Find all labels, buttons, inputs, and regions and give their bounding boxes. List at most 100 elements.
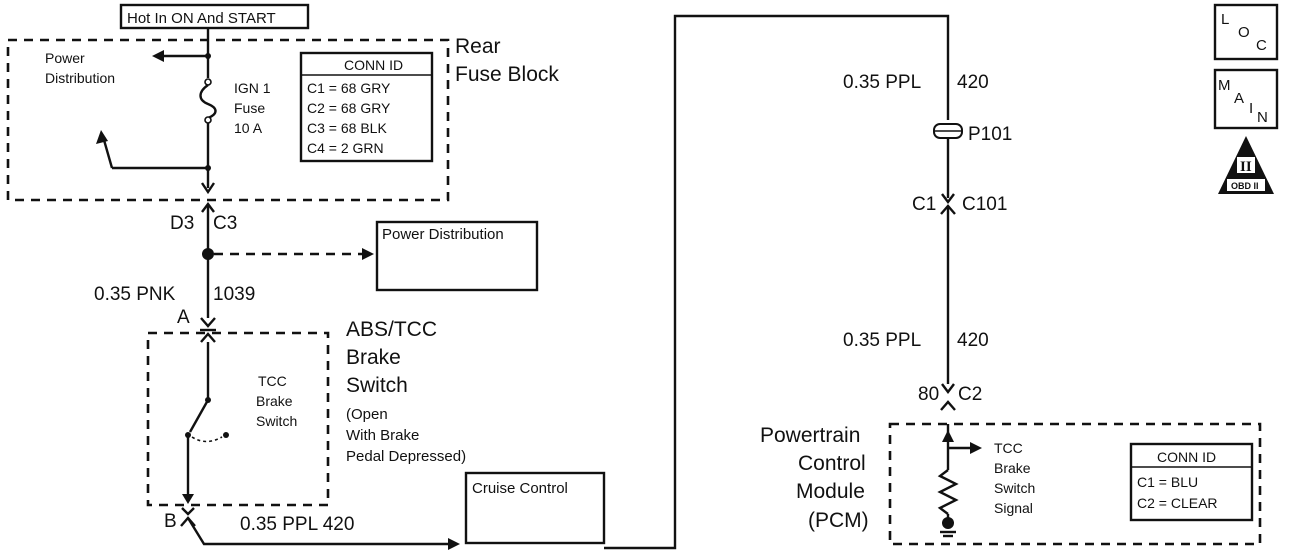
conn-id-row: C1 = 68 GRY bbox=[307, 80, 391, 96]
switch-travel-arc bbox=[191, 436, 223, 443]
conn-id-title-pcm: CONN ID bbox=[1157, 449, 1216, 465]
arrow-up-icon bbox=[96, 130, 108, 144]
pnk-gauge-label: 0.35 PNK bbox=[94, 284, 176, 305]
obd-label: OBD II bbox=[1231, 181, 1259, 191]
obd-label-bg bbox=[1227, 179, 1265, 191]
main-letter: M bbox=[1218, 77, 1231, 94]
pnk-circuit-label: 1039 bbox=[213, 284, 255, 305]
obd-numeral: II bbox=[1240, 159, 1252, 175]
connector-arrow-a bbox=[200, 332, 216, 343]
signal-label-2: Brake bbox=[994, 460, 1031, 476]
ppl-gauge-mid: 0.35 PPL bbox=[843, 330, 921, 351]
p101-label: P101 bbox=[968, 124, 1012, 145]
pcm-title-3: Module bbox=[796, 480, 865, 503]
obd-ii-icon[interactable]: II OBD II bbox=[1218, 136, 1274, 194]
power-dist-label-1: Power bbox=[45, 50, 85, 66]
loc-letter: O bbox=[1238, 24, 1250, 41]
lower-branch-diag bbox=[102, 139, 114, 169]
arrow-right-cruise-icon bbox=[448, 538, 460, 550]
pcm-title-4: (PCM) bbox=[808, 509, 869, 532]
ppl-gauge-top: 0.35 PPL bbox=[843, 72, 921, 93]
loc-icon[interactable]: L O C bbox=[1213, 3, 1279, 61]
power-distribution-label: Power Distribution bbox=[382, 226, 504, 243]
connector-fork-a-top bbox=[200, 317, 216, 328]
connector-c3-label: C3 bbox=[213, 213, 237, 234]
bottom-wire-to-cruise bbox=[186, 517, 450, 546]
rear-fuse-block-title-2: Fuse Block bbox=[455, 63, 559, 86]
bottom-wire-label: 0.35 PPL 420 bbox=[240, 514, 354, 535]
arrow-right-icon bbox=[362, 248, 374, 260]
ppl-circuit-top: 420 bbox=[957, 72, 989, 93]
main-icon[interactable]: M A I N bbox=[1213, 68, 1279, 130]
tcc-switch-inner-1: TCC bbox=[258, 373, 287, 389]
connector-arrow-d3 bbox=[201, 182, 215, 195]
signal-label-3: Switch bbox=[994, 480, 1035, 496]
connector-d3-label: D3 bbox=[170, 213, 194, 234]
loc-icon-frame bbox=[1213, 3, 1279, 61]
obd-numeral-bg bbox=[1237, 157, 1255, 173]
brake-switch-title-2: Brake bbox=[346, 346, 401, 369]
pcm-input-arrow-icon bbox=[942, 430, 954, 442]
connector-b-label: B bbox=[164, 511, 177, 532]
brake-switch-title-3: Switch bbox=[346, 374, 408, 397]
connector-c101-arrow bbox=[941, 193, 955, 204]
conn-id-title-rear: CONN ID bbox=[344, 57, 403, 73]
connector-pin80-label: 80 bbox=[918, 384, 939, 405]
loc-letter: C bbox=[1256, 37, 1267, 54]
brake-switch-note-3: Pedal Depressed) bbox=[346, 448, 466, 465]
hot-in-label: Hot In ON And START bbox=[127, 10, 276, 27]
power-dist-label-2: Distribution bbox=[45, 70, 115, 86]
connector-c101-label: C101 bbox=[962, 194, 1007, 215]
signal-label-4: Signal bbox=[994, 500, 1033, 516]
connector-c1-label: C1 bbox=[912, 194, 936, 215]
fuse-terminal-top bbox=[204, 78, 212, 86]
arrow-left-icon bbox=[152, 50, 164, 62]
conn-id-row: C4 = 2 GRN bbox=[307, 140, 384, 156]
rear-fuse-block-title-1: Rear bbox=[455, 35, 501, 58]
main-letter: A bbox=[1234, 90, 1244, 107]
conn-id-box-pcm bbox=[1129, 442, 1254, 522]
fuse-label-1: IGN 1 bbox=[234, 80, 271, 96]
loc-letter: L bbox=[1221, 11, 1229, 28]
tcc-switch-inner-2: Brake bbox=[256, 393, 293, 409]
brake-switch-note-1: (Open bbox=[346, 406, 388, 423]
conn-id-row: C3 = 68 BLK bbox=[307, 120, 387, 136]
conn-id-row: C1 = BLU bbox=[1137, 474, 1198, 490]
main-letter: I bbox=[1249, 100, 1253, 117]
pcm-title-2: Control bbox=[798, 452, 866, 475]
splice-dot-power-dist bbox=[202, 248, 214, 260]
connector-a-label: A bbox=[177, 307, 190, 328]
fuse-label-2: Fuse bbox=[234, 100, 265, 116]
main-letter: N bbox=[1257, 109, 1268, 126]
fuse-label-3: 10 A bbox=[234, 120, 263, 136]
conn-id-row: C2 = 68 GRY bbox=[307, 100, 391, 116]
cruise-control-label: Cruise Control bbox=[472, 480, 568, 497]
fuse-terminal-bottom bbox=[204, 116, 212, 124]
fuse-icon bbox=[199, 84, 217, 120]
cruise-control-box bbox=[464, 471, 606, 545]
brake-switch-boundary bbox=[146, 331, 330, 507]
ppl-return-wire bbox=[604, 14, 950, 550]
ppl-circuit-mid: 420 bbox=[957, 330, 989, 351]
switch-blade-icon bbox=[188, 399, 210, 433]
connector-c2-arrow bbox=[941, 383, 955, 394]
tcc-switch-inner-3: Switch bbox=[256, 413, 297, 429]
main-icon-frame bbox=[1213, 68, 1279, 130]
conn-id-row: C2 = CLEAR bbox=[1137, 495, 1218, 511]
ground-dot bbox=[942, 517, 954, 529]
brake-switch-note-2: With Brake bbox=[346, 427, 419, 444]
resistor-icon bbox=[937, 469, 959, 515]
signal-label-1: TCC bbox=[994, 440, 1023, 456]
arrow-down-icon bbox=[182, 494, 194, 504]
brake-switch-title-1: ABS/TCC bbox=[346, 318, 437, 341]
pcm-boundary bbox=[888, 422, 1262, 546]
connector-c2-fork bbox=[940, 400, 956, 411]
switch-contact-open bbox=[223, 432, 229, 438]
hot-in-label-box bbox=[119, 3, 310, 30]
connector-c2-label: C2 bbox=[958, 384, 982, 405]
power-distribution-box bbox=[375, 220, 539, 292]
conn-id-box-rear bbox=[299, 51, 434, 163]
pcm-title-1: Powertrain bbox=[760, 424, 860, 447]
signal-arrow-icon bbox=[970, 442, 982, 454]
